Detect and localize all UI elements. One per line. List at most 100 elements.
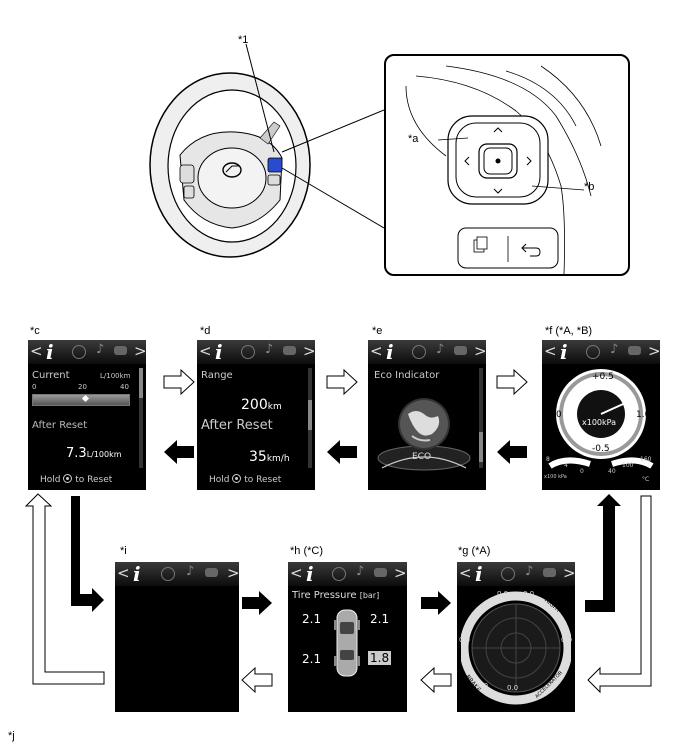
callout-g: *g (*A) xyxy=(458,545,491,557)
callout-j: *j xyxy=(8,730,15,742)
chevron-left-icon[interactable]: < xyxy=(30,342,43,360)
gauge-icon[interactable] xyxy=(241,345,255,359)
menu-bar: < i ♪ > xyxy=(115,562,239,586)
value-right: 0.0 xyxy=(561,636,573,644)
car-icon[interactable] xyxy=(114,346,127,355)
callout-b: *b xyxy=(584,181,595,193)
music-note-icon[interactable]: ♪ xyxy=(525,564,534,579)
info-icon[interactable]: i xyxy=(560,340,568,364)
leader-lines xyxy=(245,43,385,229)
value-top-right: 0.0 xyxy=(523,590,535,598)
car-icon[interactable] xyxy=(283,346,296,355)
gauge-unit: x100kPa xyxy=(582,418,617,427)
gauge-icon[interactable] xyxy=(412,345,426,359)
info-icon[interactable]: i xyxy=(306,562,314,586)
screen-blank: < i ♪ > xyxy=(115,562,239,712)
chevron-left-icon[interactable]: < xyxy=(370,342,383,360)
chevron-left-icon[interactable]: < xyxy=(199,342,212,360)
music-note-icon[interactable]: ♪ xyxy=(265,342,274,357)
screen-g-monitor: < i ♪ > LEFT RIGHT BRAKE ACCELERATOR 0.0… xyxy=(457,562,575,712)
menu-bar: < i ♪ > xyxy=(197,340,315,364)
consumption-value: 7.3L/100km xyxy=(66,446,122,461)
left-scale-8: 8 xyxy=(546,456,550,463)
car-top-view-icon xyxy=(334,609,360,677)
screen-title: Eco Indicator xyxy=(374,370,440,381)
right-scale-40: 40 xyxy=(608,468,616,475)
callout-h: *h (*C) xyxy=(290,545,324,557)
gauge-icon[interactable] xyxy=(332,567,346,581)
info-icon[interactable]: i xyxy=(133,562,141,586)
gauge-icon[interactable] xyxy=(72,345,86,359)
screen-title: Tire Pressure [bar] xyxy=(292,590,380,601)
gauge-left: 0 xyxy=(556,410,562,420)
car-icon[interactable] xyxy=(543,568,556,577)
gauge-icon[interactable] xyxy=(161,567,175,581)
gauge-icon[interactable] xyxy=(501,567,515,581)
steering-wheel-illustration xyxy=(149,72,311,258)
chevron-right-icon[interactable]: > xyxy=(563,564,575,582)
screen-title: Current xyxy=(32,370,70,381)
menu-bar: < i ♪ > xyxy=(288,562,407,586)
right-scale-160: 160 xyxy=(640,456,652,463)
scale-0: 0 xyxy=(32,383,37,391)
chevron-right-icon[interactable]: > xyxy=(227,564,239,582)
chevron-left-icon[interactable]: < xyxy=(117,564,130,582)
music-note-icon[interactable]: ♪ xyxy=(436,342,445,357)
music-note-icon[interactable]: ♪ xyxy=(96,342,105,357)
unit-label: L/100km xyxy=(100,372,131,380)
consumption-bar xyxy=(32,394,130,406)
tire-front-left: 2.1 xyxy=(302,612,322,626)
gauge-icon[interactable] xyxy=(586,345,600,359)
tire-rear-right: 1.8 xyxy=(368,651,392,665)
menu-bar: < i ♪ > xyxy=(457,562,575,586)
left-scale-4: 4 xyxy=(564,462,568,469)
callout-e: *e xyxy=(372,325,383,337)
screen-tire-pressure: < i ♪ > Tire Pressure [bar] 2.1 2.1 2.1 … xyxy=(288,562,407,712)
info-icon[interactable]: i xyxy=(386,340,394,364)
left-unit: x100 kPa xyxy=(544,474,567,480)
scrollbar[interactable] xyxy=(308,368,312,468)
info-icon[interactable]: i xyxy=(46,340,54,364)
chevron-right-icon[interactable]: > xyxy=(134,342,146,360)
car-icon[interactable] xyxy=(454,346,467,355)
chevron-left-icon[interactable]: < xyxy=(290,564,303,582)
music-note-icon[interactable]: ♪ xyxy=(356,564,365,579)
after-reset-label: After Reset xyxy=(201,418,273,433)
value-bottom-left: 0.0 xyxy=(477,682,489,690)
g-force-dial-graphic xyxy=(461,591,571,705)
music-note-icon[interactable]: ♪ xyxy=(186,564,195,579)
car-icon[interactable] xyxy=(205,568,218,577)
callout-a: *a xyxy=(408,133,419,145)
tire-rear-left: 2.1 xyxy=(302,652,322,666)
speed-value: 35km/h xyxy=(249,449,290,465)
chevron-right-icon[interactable]: > xyxy=(303,342,315,360)
button-dot-icon xyxy=(63,474,73,483)
callout-d: *d xyxy=(200,325,211,337)
car-icon[interactable] xyxy=(628,346,641,355)
left-scale-0: 0 xyxy=(580,468,584,475)
chevron-left-icon[interactable]: < xyxy=(459,564,472,582)
music-note-icon[interactable]: ♪ xyxy=(610,342,619,357)
menu-bar: < i ♪ > xyxy=(368,340,486,364)
right-unit: °C xyxy=(642,476,650,483)
info-icon[interactable]: i xyxy=(475,562,483,586)
callout-f: *f (*A, *B) xyxy=(545,325,593,337)
value-bottom-right: 0.0 xyxy=(507,684,519,692)
car-icon[interactable] xyxy=(374,568,387,577)
info-icon[interactable]: i xyxy=(215,340,223,364)
chevron-left-icon[interactable]: < xyxy=(544,342,557,360)
hold-to-reset: Hold to Reset xyxy=(40,474,113,485)
menu-bar: < i ♪ > xyxy=(28,340,146,364)
chevron-right-icon[interactable]: > xyxy=(394,564,407,582)
scrollbar[interactable] xyxy=(479,368,483,468)
screen-range: < i ♪ > Range 200km After Reset 35km/h H… xyxy=(197,340,315,490)
gauge-bottom: -0.5 xyxy=(592,444,610,454)
chevron-right-icon[interactable]: > xyxy=(474,342,486,360)
gauge-top: +0.5 xyxy=(592,372,614,382)
chevron-right-icon[interactable]: > xyxy=(648,342,660,360)
menu-bar: < i ♪ > xyxy=(542,340,660,364)
scrollbar[interactable] xyxy=(139,368,143,468)
boost-dial-graphic xyxy=(548,369,654,469)
screen-fuel-consumption: < i ♪ > Current L/100km 0 20 40 After Re… xyxy=(28,340,146,490)
